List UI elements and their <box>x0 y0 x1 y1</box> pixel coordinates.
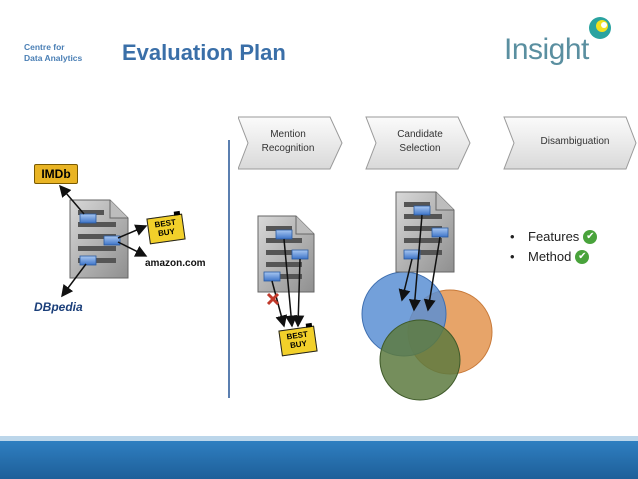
arrow-mention-2 <box>292 258 305 328</box>
arrow-to-bestbuy <box>117 224 148 239</box>
bullet-label: Method <box>528 249 572 264</box>
bullet-item: • Method ✔ <box>510 247 597 267</box>
slide-title: Evaluation Plan <box>122 40 286 65</box>
pipeline-step-1 <box>238 116 343 170</box>
logo-line-2: Data Analytics <box>24 53 83 63</box>
step-1-line-2: Recognition <box>261 143 315 154</box>
amazon-logo: amazon.com <box>145 258 206 269</box>
step-3-line-1: Disambiguation <box>540 136 610 147</box>
bullet-dot: • <box>510 249 515 264</box>
centre-for-data-analytics-logo: Centre for Data Analytics <box>24 42 82 64</box>
step-1-line-1: Mention <box>270 129 306 140</box>
document-icon-left <box>69 199 129 279</box>
check-icon: ✔ <box>575 250 590 264</box>
bestbuy-logo: BEST BUY <box>146 210 186 245</box>
bullet-item: • Features ✔ <box>510 227 598 247</box>
sun-swirl-logo-icon <box>589 17 611 39</box>
imdb-logo: IMDb <box>34 164 78 184</box>
logo-line-1: Centre for <box>24 42 65 52</box>
step-2-line-1: Candidate <box>397 129 443 140</box>
arrow-candidate-2 <box>423 236 441 312</box>
pipeline-chevrons <box>238 116 637 170</box>
bestbuy-logo-selected: BEST BUY <box>278 322 318 357</box>
step-2-line-2: Selection <box>399 143 441 154</box>
footer-bar <box>0 441 638 479</box>
pipeline-step-3-label: Disambiguation <box>520 135 630 149</box>
footer-band <box>0 436 638 442</box>
dbpedia-logo: DBpedia <box>34 300 83 314</box>
pipeline-step-2-label: Candidate Selection <box>380 128 460 156</box>
document-icon-right <box>395 191 455 273</box>
evaluation-bullets: • Features ✔ • Method ✔ <box>510 227 598 267</box>
arrow-to-dbpedia <box>61 263 87 298</box>
bullet-label: Features <box>528 229 580 244</box>
arrow-candidate-1 <box>408 214 423 312</box>
arrow-to-amazon <box>117 241 148 257</box>
arrow-to-imdb <box>59 184 85 215</box>
arrow-mention-1 <box>283 238 298 328</box>
insight-logo-text: Insight <box>504 33 589 66</box>
pipeline-step-2 <box>365 116 471 170</box>
bestbuy-tag-icon <box>173 210 181 216</box>
bestbuy-selected-tag-icon <box>305 322 313 328</box>
arrow-candidate-3 <box>398 258 413 302</box>
rejected-x-icon <box>266 292 280 306</box>
check-icon: ✔ <box>583 230 598 244</box>
candidate-circle-green <box>379 319 461 401</box>
pipeline-step-1-label: Mention Recognition <box>250 128 326 156</box>
pipeline-step-3 <box>503 116 637 170</box>
vertical-divider <box>228 140 230 398</box>
bullet-dot: • <box>510 229 515 244</box>
